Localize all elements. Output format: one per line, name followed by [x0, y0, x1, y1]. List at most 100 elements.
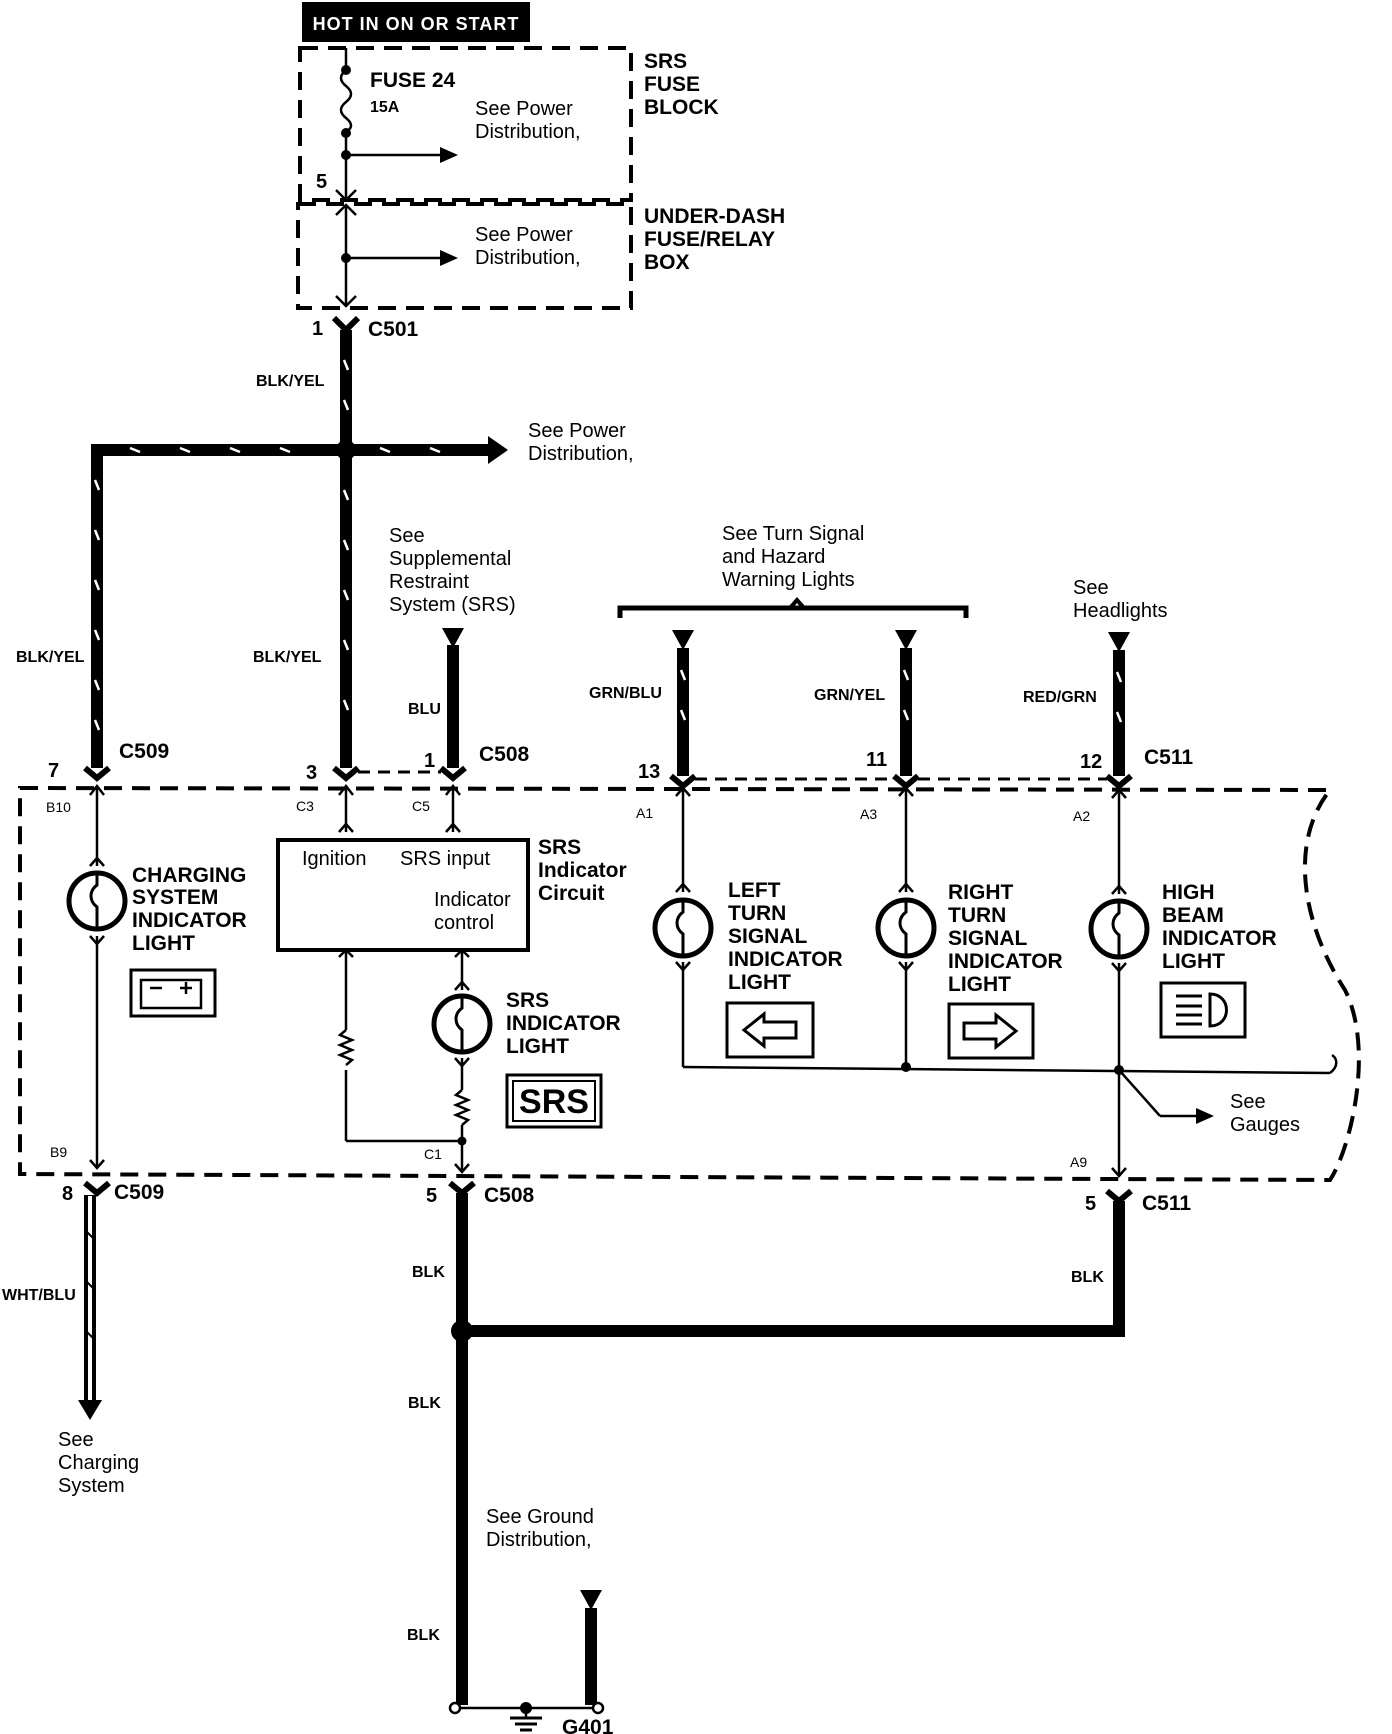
under-dash-fuse-relay-box: See Power Distribution, UNDER-DASH FUSE/…	[296, 202, 785, 310]
svg-text:Circuit: Circuit	[538, 882, 605, 905]
svg-text:12: 12	[1080, 751, 1102, 773]
svg-text:C501: C501	[368, 318, 419, 341]
svg-text:RIGHT: RIGHT	[948, 881, 1014, 904]
svg-text:C508: C508	[479, 743, 530, 766]
svg-text:INDICATOR: INDICATOR	[506, 1012, 621, 1035]
svg-text:3: 3	[306, 762, 317, 784]
svg-text:Restraint: Restraint	[389, 571, 469, 593]
svg-text:System (SRS): System (SRS)	[389, 594, 516, 616]
wire-blk-yel	[91, 330, 508, 768]
svg-text:SRS input: SRS input	[400, 848, 490, 870]
svg-text:SIGNAL: SIGNAL	[948, 927, 1028, 950]
svg-text:LIGHT: LIGHT	[132, 932, 195, 955]
svg-text:15A: 15A	[370, 99, 400, 116]
svg-text:LEFT: LEFT	[728, 879, 781, 902]
svg-text:See Turn Signal: See Turn Signal	[722, 523, 864, 545]
svg-text:LIGHT: LIGHT	[728, 971, 791, 994]
svg-text:SRS: SRS	[506, 989, 549, 1012]
svg-text:See Power: See Power	[475, 224, 573, 246]
svg-text:C509: C509	[114, 1181, 164, 1204]
svg-text:Headlights: Headlights	[1073, 600, 1168, 622]
left-turn-signal-indicator: LEFT TURN SIGNAL INDICATOR LIGHT	[652, 786, 843, 1067]
svg-text:FUSE/RELAY: FUSE/RELAY	[644, 228, 775, 251]
svg-text:Indicator: Indicator	[434, 889, 511, 911]
svg-text:SIGNAL: SIGNAL	[728, 925, 808, 948]
svg-text:INDICATOR: INDICATOR	[1162, 927, 1277, 950]
svg-text:control: control	[434, 912, 494, 934]
svg-text:INDICATOR: INDICATOR	[948, 950, 1063, 973]
svg-text:Distribution,: Distribution,	[475, 121, 581, 143]
svg-text:7: 7	[48, 760, 59, 782]
svg-text:Supplemental: Supplemental	[389, 548, 511, 570]
connector-c511-bottom: 5 C511	[1085, 1188, 1191, 1215]
ground-label: G401	[562, 1716, 614, 1734]
svg-text:System: System	[58, 1475, 125, 1497]
connector-c509-bottom: 8 C509	[62, 1180, 164, 1205]
svg-text:C3: C3	[296, 798, 314, 814]
ground-icon	[448, 1701, 605, 1732]
bulb-icon	[875, 897, 937, 959]
svg-text:FUSE: FUSE	[644, 73, 700, 96]
svg-text:BLK: BLK	[408, 1395, 441, 1412]
svg-text:5: 5	[1085, 1193, 1096, 1215]
bulb-icon	[66, 870, 128, 932]
svg-text:SRS: SRS	[644, 50, 687, 73]
srs-fuse-block: FUSE 24 15A See Power Distribution, 5 SR…	[298, 46, 719, 202]
svg-text:C511: C511	[1144, 746, 1193, 769]
svg-text:GRN/BLU: GRN/BLU	[589, 685, 662, 702]
svg-text:TURN: TURN	[948, 904, 1006, 927]
high-beam-indicator: HIGH BEAM INDICATOR LIGHT	[1088, 788, 1277, 1178]
svg-text:BOX: BOX	[644, 251, 690, 274]
svg-text:SYSTEM: SYSTEM	[132, 886, 218, 909]
connector-c511-top: 13 11 12 C511	[638, 746, 1193, 790]
wire-blk-ground	[451, 1193, 1125, 1705]
svg-text:LIGHT: LIGHT	[948, 973, 1011, 996]
hot-in-on-label: HOT IN ON OR START	[302, 2, 530, 42]
srs-indicator-light: SRS INDICATOR LIGHT SRS	[431, 989, 621, 1174]
svg-text:SRS: SRS	[519, 1083, 589, 1121]
svg-text:Distribution,: Distribution,	[528, 443, 634, 465]
svg-text:BLK: BLK	[407, 1627, 440, 1644]
bulb-icon	[652, 897, 714, 959]
svg-text:BEAM: BEAM	[1162, 904, 1224, 927]
svg-text:BLU: BLU	[408, 701, 441, 718]
svg-text:INDICATOR: INDICATOR	[132, 909, 247, 932]
connector-c508-top: 3 1 C508	[306, 743, 530, 784]
svg-text:A2: A2	[1073, 808, 1090, 824]
svg-text:FUSE 24: FUSE 24	[370, 69, 456, 92]
fuse-icon	[339, 48, 353, 138]
connector-c501: 1 C501	[312, 315, 419, 341]
svg-text:C508: C508	[484, 1184, 535, 1207]
svg-text:11: 11	[866, 749, 887, 771]
connector-c508-bottom: 5 C508	[426, 1180, 535, 1207]
wire-wht-blu	[78, 1195, 102, 1420]
svg-text:C5: C5	[412, 798, 430, 814]
svg-text:HIGH: HIGH	[1162, 881, 1215, 904]
charging-system-indicator: CHARGING SYSTEM INDICATOR LIGHT	[66, 783, 247, 1170]
svg-text:Ignition: Ignition	[302, 848, 367, 870]
left-arrow-icon	[725, 1001, 815, 1059]
svg-text:B9: B9	[50, 1144, 67, 1160]
svg-text:1: 1	[312, 318, 323, 340]
turn-signal-bus	[682, 1053, 1338, 1124]
svg-text:See Power: See Power	[475, 98, 573, 120]
svg-text:C509: C509	[119, 740, 169, 763]
svg-text:CHARGING: CHARGING	[132, 864, 246, 887]
svg-text:HOT IN ON OR START: HOT IN ON OR START	[313, 14, 520, 34]
svg-text:A1: A1	[636, 805, 653, 821]
svg-text:See Ground: See Ground	[486, 1506, 594, 1528]
svg-text:LIGHT: LIGHT	[1162, 950, 1225, 973]
svg-text:and Hazard: and Hazard	[722, 546, 825, 568]
svg-text:Gauges: Gauges	[1230, 1114, 1300, 1136]
svg-text:GRN/YEL: GRN/YEL	[814, 687, 885, 704]
right-arrow-icon	[947, 1002, 1035, 1060]
svg-text:UNDER-DASH: UNDER-DASH	[644, 205, 785, 228]
svg-text:Distribution,: Distribution,	[475, 247, 581, 269]
right-turn-signal-indicator: RIGHT TURN SIGNAL INDICATOR LIGHT	[875, 786, 1063, 1072]
svg-text:INDICATOR: INDICATOR	[728, 948, 843, 971]
svg-text:TURN: TURN	[728, 902, 786, 925]
svg-text:See: See	[1230, 1091, 1266, 1113]
svg-text:RED/GRN: RED/GRN	[1023, 689, 1097, 706]
high-beam-icon	[1159, 981, 1247, 1039]
svg-text:5: 5	[426, 1185, 437, 1207]
